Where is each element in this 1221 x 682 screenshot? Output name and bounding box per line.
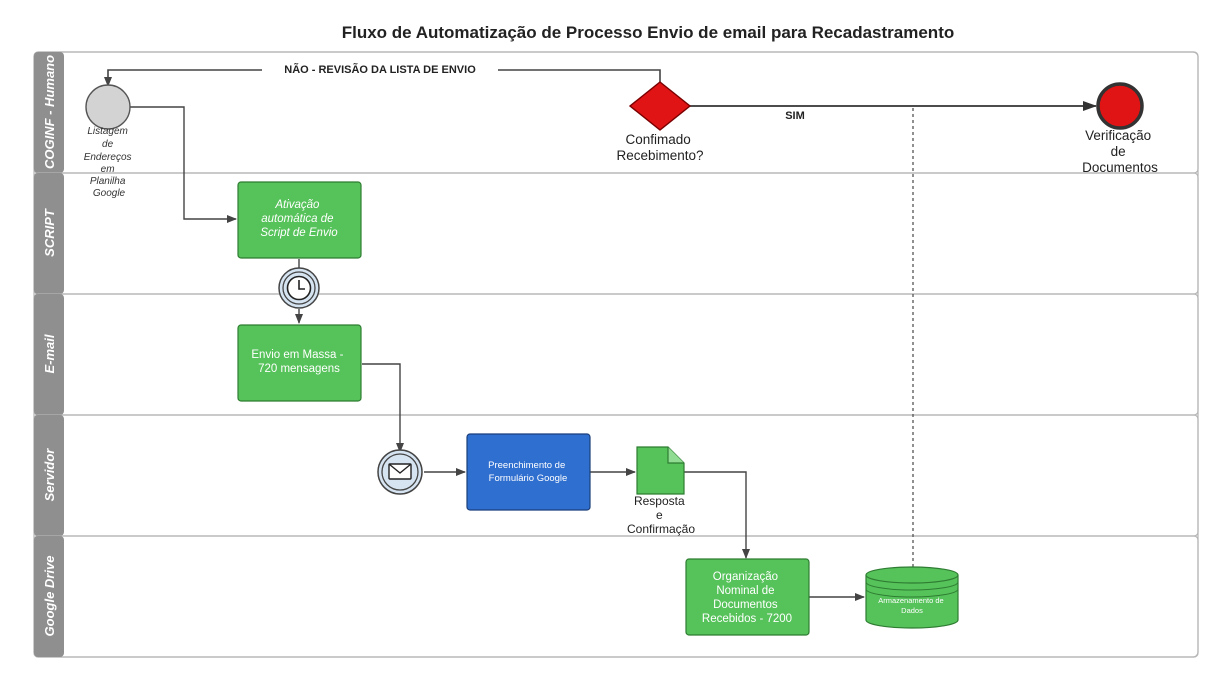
task-fill-form (466, 433, 591, 511)
end-event (1096, 82, 1144, 130)
lane-header (34, 52, 64, 173)
message-event (377, 449, 423, 495)
timer-event (278, 267, 320, 309)
lane-label-google-drive: Google Drive (42, 556, 57, 637)
lane-google-drive: Google Drive (33, 535, 1199, 658)
gateway-label: Confimado Recebimento? (616, 132, 703, 163)
data-store (865, 566, 959, 629)
pool (33, 51, 1199, 658)
task-email-label: Envio em Massa - 720 mensagens (251, 349, 346, 375)
clock-icon (286, 275, 312, 301)
lane-label-servidor: Servidor (42, 448, 57, 502)
flow-start-to-script (130, 106, 237, 223)
data-store-label: Armazenamento de Dados (878, 596, 946, 615)
flow-label-bg (262, 62, 498, 76)
lane-header (34, 294, 64, 415)
envelope-icon (388, 463, 412, 480)
lane-header (34, 536, 64, 657)
task-organize-documents (685, 558, 810, 636)
flow-label-no: NÃO - REVISÃO DA LISTA DE ENVIO (284, 63, 476, 76)
lane-header (34, 173, 64, 294)
start-event (85, 84, 131, 130)
flow-label-yes: SIM (785, 110, 805, 122)
decision-gateway (628, 81, 692, 131)
diagram-title: Fluxo de Automatização de Processo Envio… (342, 23, 955, 42)
flow-email-to-message (362, 363, 404, 453)
lane-label-email: E-mail (42, 334, 57, 373)
lane-label-script: SCRIPT (42, 208, 57, 257)
document-fold (667, 447, 684, 464)
lane-label-coginf: COGINF - Humano (42, 55, 57, 169)
document-label: Resposta e Confirmação (627, 494, 695, 536)
start-event-label: Listagem de Endereços em Planilha Google (84, 126, 135, 199)
end-event-label: Verificação de Documentos (1082, 128, 1158, 175)
flow-document-to-organize (684, 471, 750, 559)
lane-email: E-mail (33, 293, 1199, 416)
lane-servidor: Servidor (33, 414, 1199, 537)
lane-header (34, 415, 64, 536)
task-mass-email (237, 324, 362, 402)
task-script-label: Ativação automática de Script de Envio (260, 199, 338, 239)
task-form-label: Preenchimento de Formulário Google (488, 460, 568, 484)
task-organize-label: Organização Nominal de Documentos Recebi… (702, 571, 792, 625)
task-script-activation (237, 181, 362, 259)
